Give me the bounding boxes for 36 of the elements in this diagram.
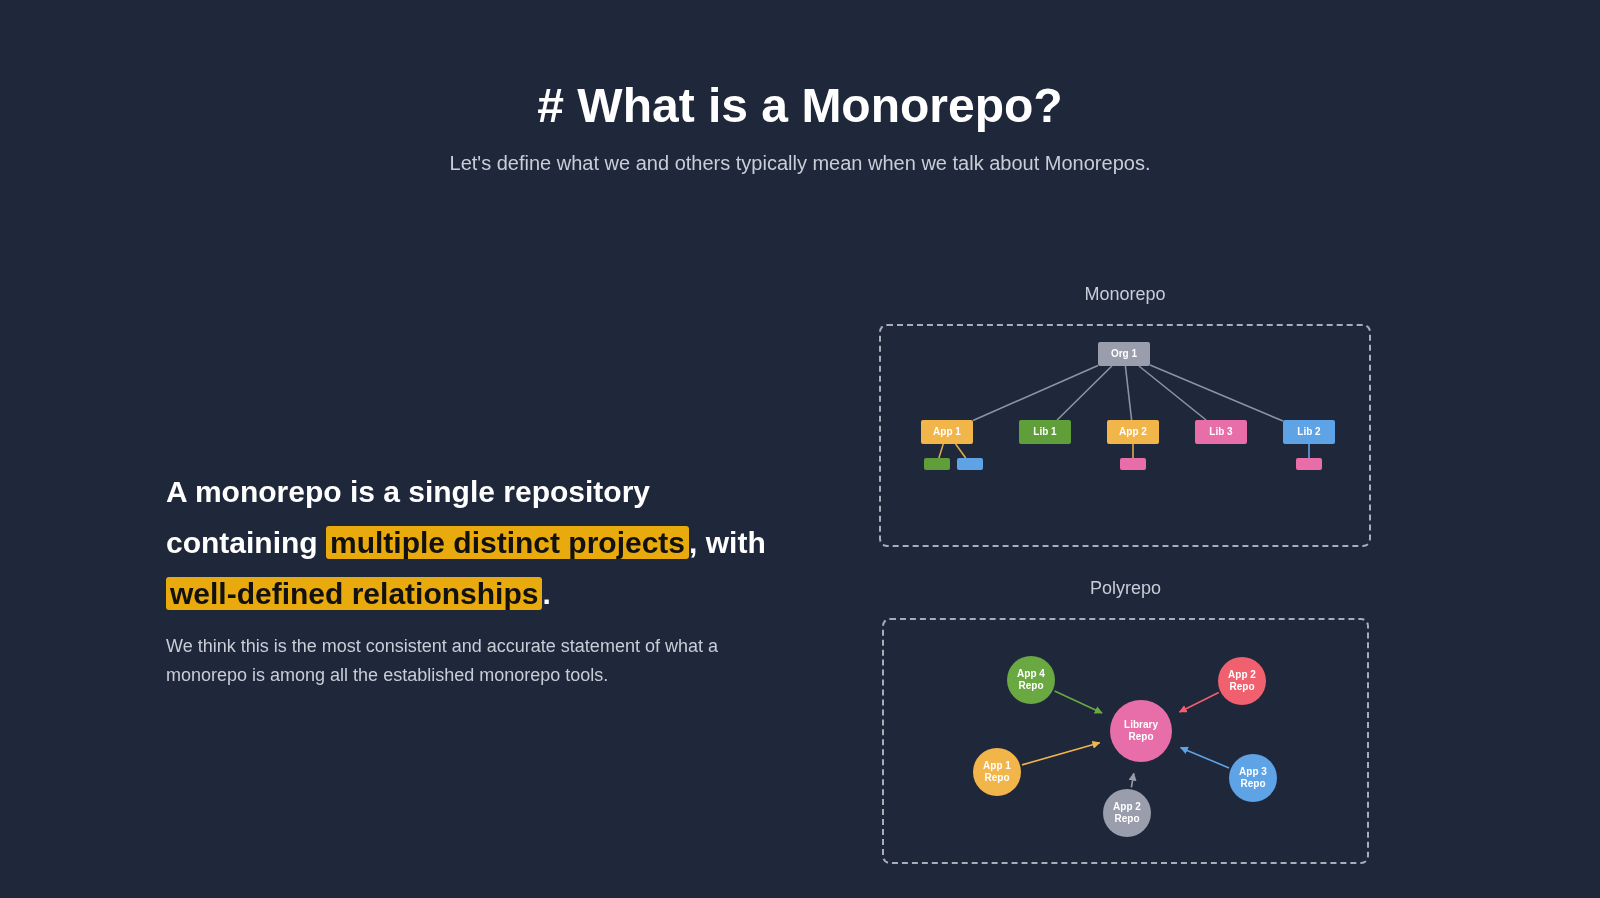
arrow [1179,746,1230,769]
connector-line [1149,364,1284,422]
headline: A monorepo is a single repository containing multiple distinct projects, with well-defined relationships. [166,474,766,612]
repo-circle: Library Repo [1110,700,1172,762]
connector-line [1138,365,1207,421]
subtitle: Let's define what we and others typically mean when we talk about Monorepos. [448,152,1152,175]
small-box [924,458,950,470]
small-box [957,458,983,470]
connector-line [1132,443,1134,459]
small-box [1296,458,1322,470]
repo-circle: App 1 Repo [973,748,1021,796]
panel-heading: Polyrepo [1088,578,1162,599]
connector-line [954,443,967,459]
repo-circle: App 3 Repo [1229,754,1277,802]
connector-line [1308,443,1310,459]
connector-line [972,364,1099,422]
project-box: Lib 3 [1195,420,1247,444]
panel-heading: Monorepo [1083,284,1167,305]
connector-line [1056,365,1113,421]
connector-line [1124,365,1133,421]
repo-circle: App 4 Repo [1007,656,1055,704]
project-box: Lib 1 [1019,420,1071,444]
arrow [1053,690,1103,714]
repo-circle: App 2 Repo [1103,789,1151,837]
connector-line [938,443,945,459]
repo-circle: App 2 Repo [1218,657,1266,705]
arrow [1128,772,1137,789]
arrow [1021,740,1101,766]
page-title: # What is a Monorepo? [536,78,1064,133]
project-box: Lib 2 [1283,420,1335,444]
description-paragraph: We think this is the most consistent and accurate statement of what a monorepo is among all the established monorepo tools. [166,635,719,687]
arrow [1178,691,1220,713]
project-box: App 1 [921,420,973,444]
project-box: App 2 [1107,420,1159,444]
small-box [1120,458,1146,470]
project-box: Org 1 [1098,342,1150,366]
